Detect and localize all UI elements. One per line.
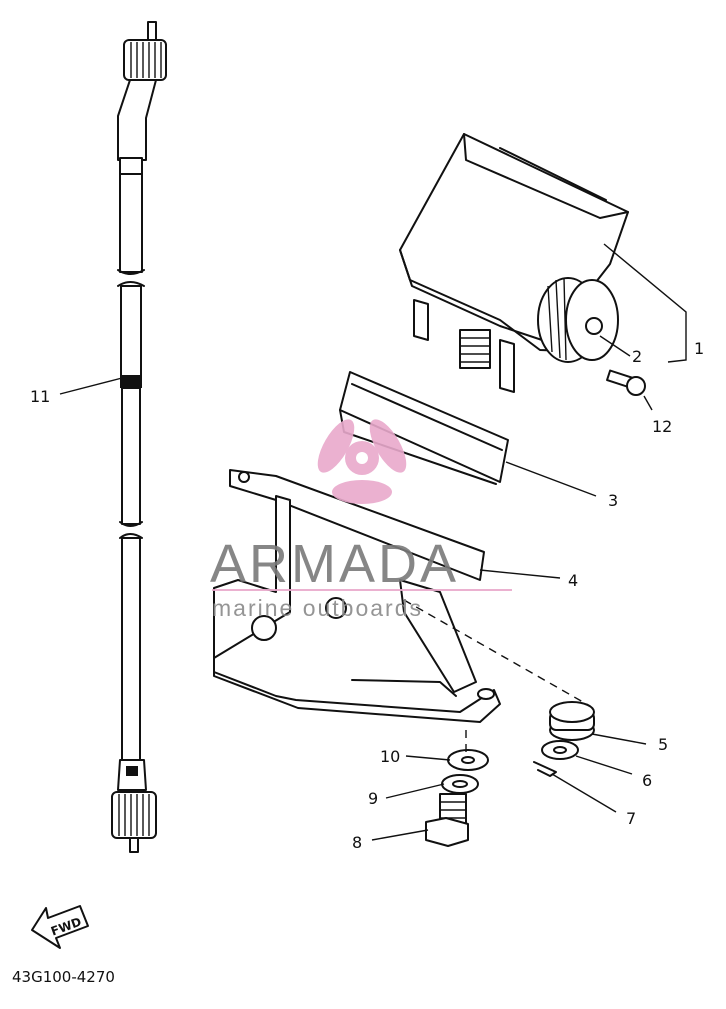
watermark-brand: ARMADA xyxy=(210,534,459,594)
screw-part-12 xyxy=(606,369,646,396)
washer-part-10 xyxy=(447,749,489,771)
callout-5: 5 xyxy=(658,735,668,754)
callout-12: 12 xyxy=(652,417,672,436)
part-code: 43G100-4270 xyxy=(12,968,115,986)
grommet-part-5 xyxy=(549,701,595,741)
meter-cover xyxy=(339,371,509,485)
callout-8: 8 xyxy=(352,833,362,852)
fwd-arrow-icon: FWD xyxy=(31,905,89,949)
centre-lines xyxy=(403,599,591,752)
callout-11: 11 xyxy=(30,387,50,406)
callout-labels: 1 2 3 4 5 6 7 8 9 10 11 12 xyxy=(30,339,704,852)
callout-10: 10 xyxy=(380,747,400,766)
callout-7: 7 xyxy=(626,809,636,828)
callout-9: 9 xyxy=(368,789,378,808)
callout-6: 6 xyxy=(642,771,652,790)
propeller-logo-icon xyxy=(317,419,407,504)
callout-2: 2 xyxy=(632,347,642,366)
callout-1: 1 xyxy=(694,339,704,358)
lock-washer-part-9 xyxy=(441,774,479,794)
leader-lines xyxy=(59,243,687,841)
watermark-tagline: marine outboards xyxy=(212,595,423,621)
washer-part-6 xyxy=(541,740,579,760)
callout-3: 3 xyxy=(608,491,618,510)
bolt-part-8 xyxy=(425,793,469,847)
speedometer-assembly xyxy=(399,133,629,393)
brand-watermark: ARMADA marine outboards xyxy=(210,419,512,621)
callout-4: 4 xyxy=(568,571,578,590)
speedometer-cable xyxy=(111,21,167,853)
meter-bracket xyxy=(213,469,501,723)
